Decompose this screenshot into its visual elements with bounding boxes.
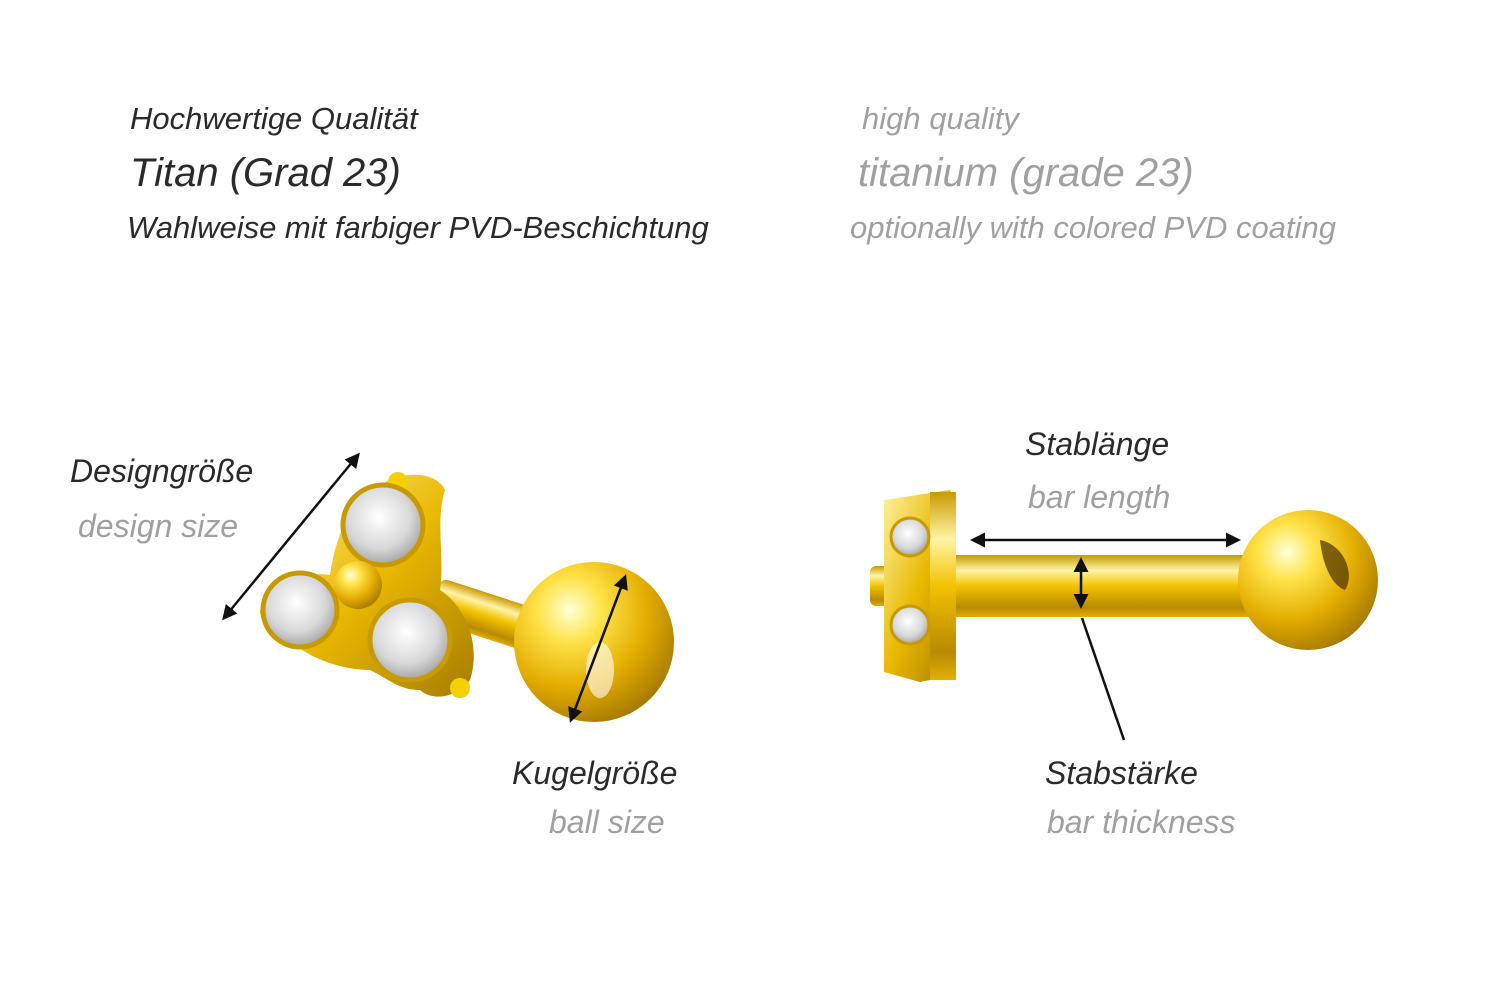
design-size-arrow [222,452,360,621]
ball-size-arrow [568,574,628,723]
right-bar [950,555,1250,617]
side-gem-bottom [889,604,931,646]
bar-length-label-en: bar length [1028,479,1171,515]
gem-right [367,597,453,683]
gem-left [260,570,340,650]
coating-label-en: optionally with colored PVD coating [850,210,1336,245]
design-size-label-de: Designgröße [70,453,254,489]
barbell-side-view [870,490,1378,741]
right-ball [1238,510,1378,650]
bar-thickness-label-de: Stabstärke [1045,755,1198,791]
ball-size-label-en: ball size [549,804,665,840]
side-gem-top [889,516,931,558]
center-bead [334,561,382,609]
gem-top [340,482,426,568]
coating-label-de: Wahlweise mit farbiger PVD-Beschichtung [127,210,709,245]
trinity-earring [222,452,674,723]
material-label-de: Titan (Grad 23) [130,151,401,195]
ball-size-label-de: Kugelgröße [512,755,678,791]
bar-thickness-pointer [1080,617,1126,741]
bar-length-label-de: Stablänge [1025,426,1170,462]
left-ball [514,562,674,722]
design-size-label-en: design size [78,508,239,544]
quality-label-de: Hochwertige Qualität [130,101,418,136]
bar-thickness-label-en: bar thickness [1047,804,1236,840]
material-label-en: titanium (grade 23) [858,151,1194,195]
quality-label-en: high quality [862,101,1019,136]
